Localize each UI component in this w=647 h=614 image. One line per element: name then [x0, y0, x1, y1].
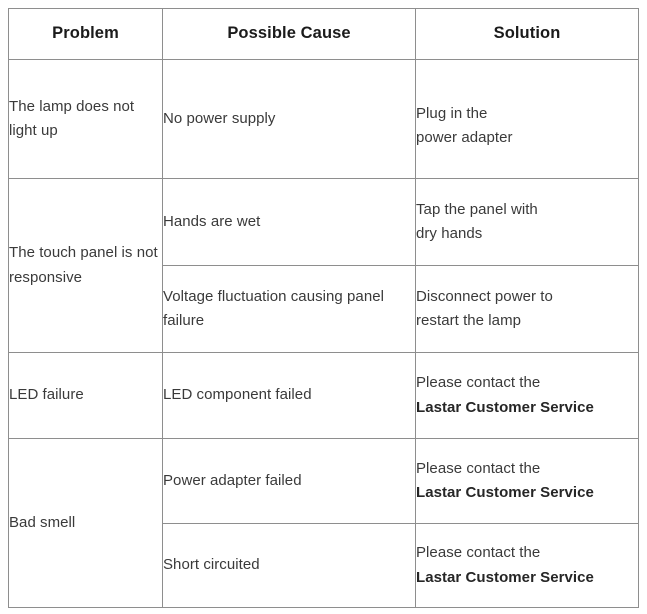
- solution-line-1: Please contact the: [416, 374, 541, 392]
- cause-cell: Short circuited: [162, 523, 416, 608]
- solution-line-2: Lastar Customer Service: [416, 398, 594, 416]
- problem-text: The touch panel is not responsive: [9, 244, 158, 286]
- table-row: LED failure LED component failed Please …: [8, 352, 639, 439]
- solution-line-2: Lastar Customer Service: [416, 484, 594, 501]
- solution-cell: Please contact the Lastar Customer Servi…: [415, 438, 639, 524]
- solution-text: Please contact the Lastar Customer Servi…: [416, 457, 638, 506]
- problem-cell: The touch panel is not responsive: [8, 178, 163, 353]
- solution-cell: Tap the panel with dry hands: [415, 178, 639, 266]
- table-row: Bad smell Power adapter failed Please co…: [8, 438, 639, 608]
- solution-line-1: Plug in the: [416, 104, 488, 122]
- solution-line-2: Lastar Customer Service: [416, 568, 594, 586]
- cause-cell: Voltage fluctuation causing panel failur…: [162, 265, 416, 353]
- cause-cell: No power supply: [162, 59, 416, 179]
- solution-text: Disconnect power to restart the lamp: [416, 285, 638, 334]
- problem-cell: LED failure: [8, 352, 163, 439]
- cause-text: Short circuited: [163, 556, 260, 574]
- table-row: Short circuited Please contact the Lasta…: [9, 523, 639, 608]
- solution-line-1: Tap the panel with: [416, 200, 538, 218]
- problem-cell: The lamp does not light up: [8, 59, 163, 179]
- solution-line-1: Disconnect power to: [416, 287, 553, 305]
- solution-text: Please contact the Lastar Customer Servi…: [416, 541, 638, 590]
- solution-cell: Please contact the Lastar Customer Servi…: [415, 523, 639, 608]
- solution-cell: Disconnect power to restart the lamp: [415, 265, 639, 353]
- column-header-possible-cause: Possible Cause: [162, 8, 416, 60]
- solution-text: Plug in the power adapter: [416, 88, 638, 151]
- solution-line-2: restart the lamp: [416, 312, 522, 329]
- table-header: Problem Possible Cause Solution: [8, 8, 639, 60]
- table-body: The lamp does not light up No power supp…: [8, 59, 639, 608]
- problem-cell: Bad smell: [8, 438, 163, 608]
- column-header-possible-cause-label: Possible Cause: [227, 24, 351, 43]
- solution-cell: Please contact the Lastar Customer Servi…: [415, 352, 639, 439]
- cause-text: Voltage fluctuation causing panel failur…: [163, 287, 384, 329]
- table-row: The touch panel is not responsive Hands …: [8, 178, 639, 353]
- cause-text: LED component failed: [163, 386, 312, 404]
- cause-text: Power adapter failed: [163, 471, 302, 489]
- problem-text: The lamp does not light up: [9, 97, 135, 139]
- solution-line-2: power adapter: [416, 129, 513, 146]
- solution-text: Tap the panel with dry hands: [416, 198, 638, 247]
- troubleshooting-table: Problem Possible Cause Solution The lamp…: [8, 8, 639, 608]
- solution-line-2: dry hands: [416, 225, 483, 242]
- table-row: Voltage fluctuation causing panel failur…: [9, 265, 639, 353]
- header-row: Problem Possible Cause Solution: [8, 8, 639, 60]
- solution-line-1: Please contact the: [416, 459, 541, 477]
- table-row: The lamp does not light up No power supp…: [8, 59, 639, 179]
- cause-cell: Hands are wet: [162, 178, 416, 266]
- problem-text: LED failure: [9, 386, 84, 404]
- cause-cell: Power adapter failed: [162, 438, 416, 524]
- cause-text: Hands are wet: [163, 212, 261, 230]
- column-header-solution-label: Solution: [493, 24, 561, 43]
- column-header-solution: Solution: [415, 8, 639, 60]
- column-header-problem: Problem: [8, 8, 163, 60]
- cause-cell: LED component failed: [162, 352, 416, 439]
- troubleshooting-table-wrapper: Problem Possible Cause Solution The lamp…: [8, 8, 639, 608]
- problem-text: Bad smell: [9, 513, 76, 531]
- column-header-problem-label: Problem: [52, 24, 119, 43]
- solution-cell: Plug in the power adapter: [415, 59, 639, 179]
- solution-text: Please contact the Lastar Customer Servi…: [416, 371, 638, 420]
- solution-line-1: Please contact the: [416, 544, 541, 562]
- cause-text: No power supply: [163, 109, 276, 127]
